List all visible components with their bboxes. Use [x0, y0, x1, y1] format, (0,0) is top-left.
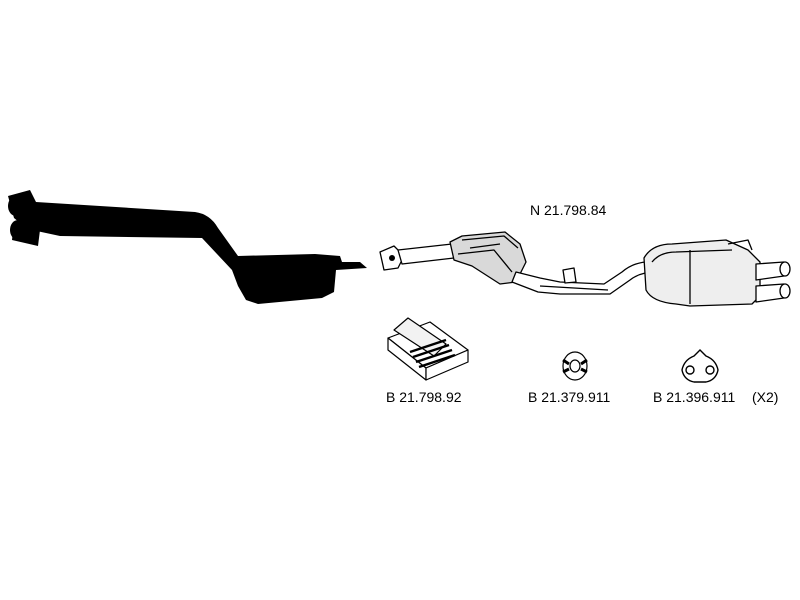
mounting-kit-icon — [387, 317, 469, 381]
catalytic-converter — [449, 231, 527, 285]
front-pipe — [8, 190, 367, 304]
part-number-mounting-kit: B 21.798.92 — [386, 389, 462, 405]
exhaust-assembly — [379, 231, 791, 307]
rubber-mount-icon — [681, 349, 719, 383]
part-number-rubber-mount: B 21.396.911 — [653, 389, 736, 405]
quantity-rubber-mount: (X2) — [752, 389, 779, 405]
rubber-ring-icon — [562, 351, 588, 381]
part-number-rubber-ring: B 21.379.911 — [528, 389, 611, 405]
hanger-bracket — [562, 267, 577, 284]
assembly-part-number: N 21.798.84 — [530, 202, 607, 218]
rear-silencer — [643, 239, 761, 307]
